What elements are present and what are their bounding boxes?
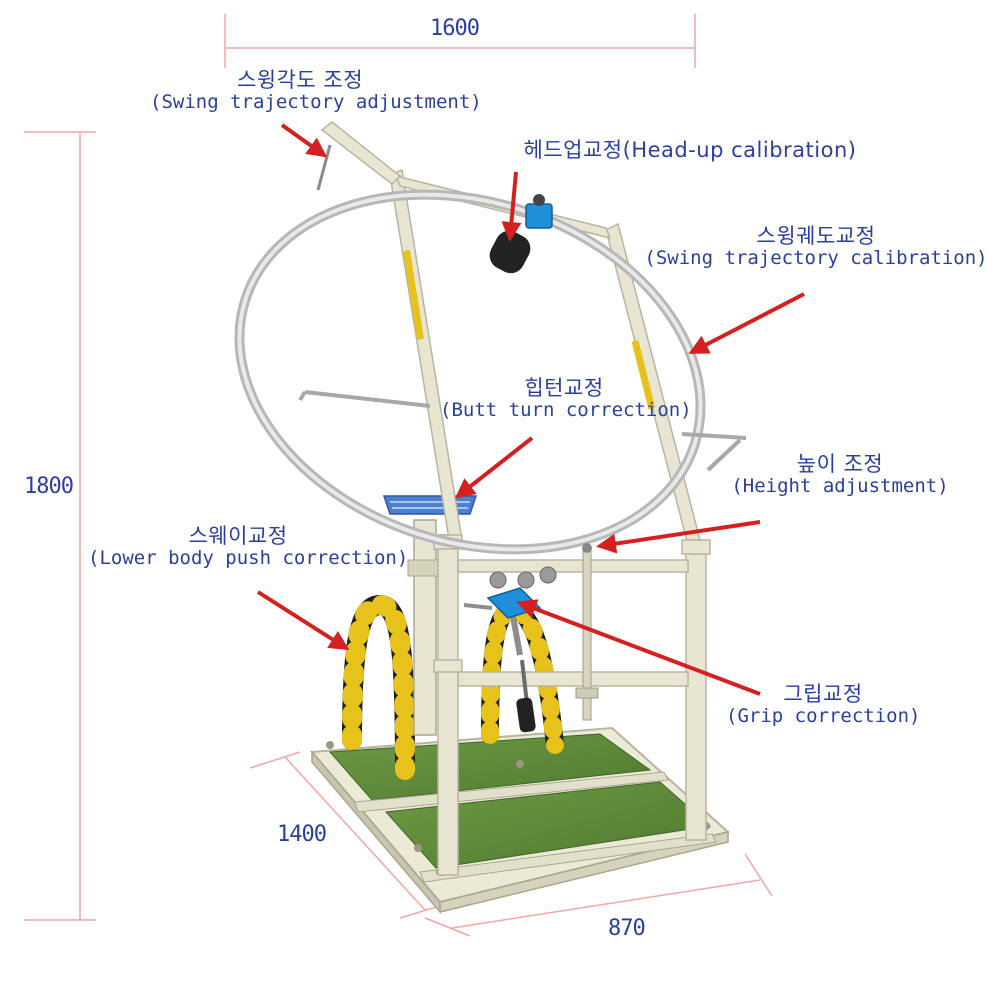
callout-head-up-text: 헤드업교정(Head-up calibration) — [500, 138, 880, 162]
callout-sway-ko: 스웨이교정 — [88, 524, 388, 548]
callout-swing-trajectory-en: (Swing trajectory calibration) — [640, 248, 992, 270]
callout-butt-turn-en: (Butt turn correction) — [440, 400, 688, 422]
callout-butt-turn-ko: 힙턴교정 — [440, 376, 688, 400]
callout-swing-angle-en: (Swing trajectory adjustment) — [150, 92, 450, 114]
callout-height-ko: 높이 조정 — [722, 452, 958, 476]
callout-swing-trajectory: 스윙궤도교정 (Swing trajectory calibration) — [640, 224, 992, 270]
callout-swing-angle-ko: 스윙각도 조정 — [150, 68, 450, 92]
callout-sway: 스웨이교정 (Lower body push correction) — [88, 524, 388, 570]
callout-sway-en: (Lower body push correction) — [88, 548, 388, 570]
dimension-height-left: 1800 — [24, 474, 73, 499]
dimension-depth-bottom-left: 1400 — [277, 822, 326, 847]
dimension-width-bottom: 870 — [608, 916, 645, 941]
callout-height: 높이 조정 (Height adjustment) — [722, 452, 958, 498]
dimension-width-top: 1600 — [430, 16, 479, 41]
callout-grip: 그립교정 (Grip correction) — [726, 682, 920, 728]
callout-head-up: 헤드업교정(Head-up calibration) — [500, 138, 880, 162]
callout-grip-en: (Grip correction) — [726, 706, 920, 728]
callout-grip-ko: 그립교정 — [726, 682, 920, 706]
callout-swing-angle: 스윙각도 조정 (Swing trajectory adjustment) — [150, 68, 450, 114]
callout-swing-trajectory-ko: 스윙궤도교정 — [640, 224, 992, 248]
callout-butt-turn: 힙턴교정 (Butt turn correction) — [440, 376, 688, 422]
callout-height-en: (Height adjustment) — [722, 476, 958, 498]
base-platform — [312, 728, 728, 912]
